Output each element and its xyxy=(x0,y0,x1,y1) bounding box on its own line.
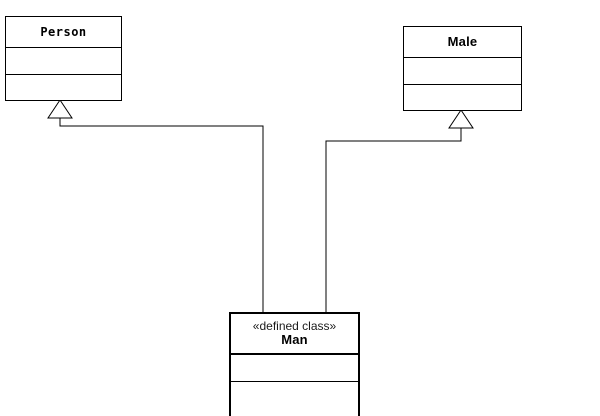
generalization-edge-man-person xyxy=(59,118,264,312)
class-name-compartment-man: «defined class» Man xyxy=(231,314,358,355)
class-attributes-compartment-person xyxy=(6,48,121,75)
class-operations-compartment-male xyxy=(404,85,521,110)
class-operations-compartment-person xyxy=(6,75,121,100)
class-name-compartment-male: Male xyxy=(404,27,521,58)
class-title-man: Man xyxy=(281,331,308,347)
class-attributes-compartment-male xyxy=(404,58,521,85)
class-operations-compartment-man xyxy=(231,382,358,416)
class-name-compartment-person: Person xyxy=(6,17,121,48)
class-box-male[interactable]: Male xyxy=(403,26,522,111)
class-title-male: Male xyxy=(447,34,478,50)
class-box-person[interactable]: Person xyxy=(5,16,122,101)
class-title-person: Person xyxy=(40,24,87,39)
class-box-man[interactable]: «defined class» Man xyxy=(229,312,360,416)
hollow-triangle-arrowhead-male xyxy=(448,109,474,129)
class-attributes-compartment-man xyxy=(231,355,358,382)
generalization-edge-man-male xyxy=(325,128,462,312)
hollow-triangle-arrowhead-person xyxy=(47,99,73,119)
class-stereotype-man: «defined class» xyxy=(252,319,337,334)
